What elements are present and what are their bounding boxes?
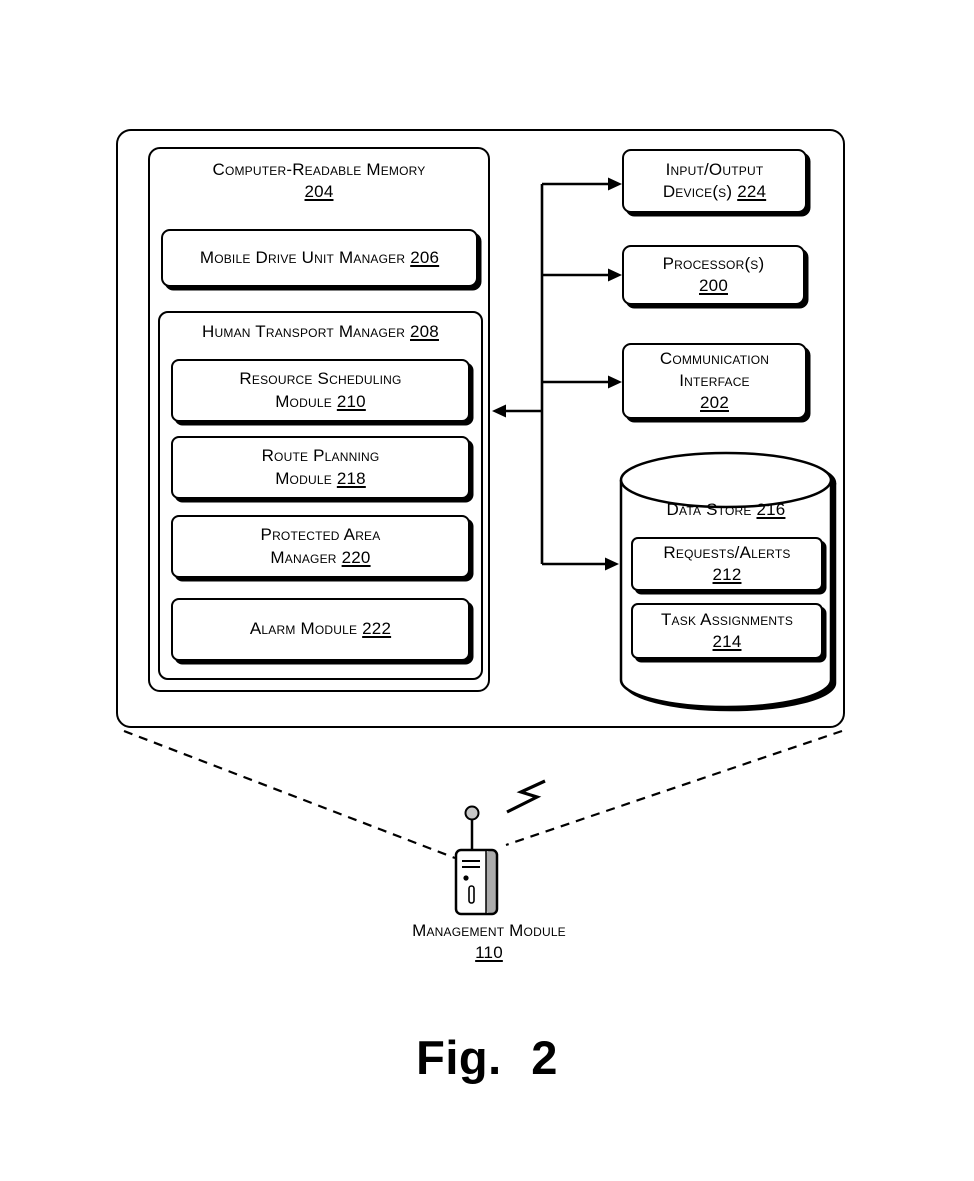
ref-numeral: 220 [341, 547, 371, 567]
ref-numeral: 214 [712, 632, 742, 651]
box-label: Route Planning [261, 446, 380, 466]
ref-numeral: 204 [304, 182, 334, 202]
box-label: Module [275, 391, 332, 411]
dashed-line-left [123, 729, 456, 860]
box-label: Data Store [666, 500, 752, 519]
box-label: Communication [659, 348, 770, 368]
route-planning-module-box: Route Planning Module 218 [171, 436, 470, 499]
box-label: Protected Area [260, 525, 381, 545]
box-label: Alarm Module [249, 619, 358, 639]
box-label: Requests/Alerts [663, 542, 791, 562]
ref-numeral: 200 [699, 276, 728, 295]
box-label: Mobile Drive Unit Manager [199, 247, 406, 267]
resource-scheduling-module-box: Resource Scheduling Module 210 [171, 359, 470, 422]
antenna-ball-icon [464, 805, 480, 821]
ref-numeral: 222 [362, 619, 392, 639]
mobile-drive-unit-manager-box: Mobile Drive Unit Manager 206 [161, 229, 478, 287]
ref-numeral: 212 [712, 565, 742, 584]
box-label: Input/Output [665, 159, 764, 179]
management-server-icon [454, 779, 546, 916]
box-label: Processor(s) [662, 253, 765, 273]
box-label: Human Transport Manager [202, 322, 406, 341]
box-label: Device(s) [662, 182, 733, 201]
processors-box: Processor(s) 200 [622, 245, 805, 305]
server-power-button [463, 875, 469, 881]
box-label: Interface [679, 370, 750, 390]
box-label: Management Module [412, 921, 566, 940]
alarm-module-box: Alarm Module 222 [171, 598, 470, 661]
box-label: Task Assignments [660, 609, 794, 629]
human-transport-manager-box: Human Transport Manager 208 [158, 311, 483, 680]
io-devices-box: Input/Output Device(s) 224 [622, 149, 807, 213]
box-label: Resource Scheduling [239, 369, 402, 389]
communication-interface-box: Communication Interface 202 [622, 343, 807, 419]
task-assignments-box: Task Assignments 214 [631, 603, 823, 659]
management-module-enclosure-box [116, 129, 845, 728]
server-vents [462, 860, 480, 868]
lightning-bolt-icon [506, 779, 546, 814]
box-label: Manager [270, 547, 337, 567]
server-side-panel [486, 851, 496, 913]
dashed-line-right [505, 729, 843, 847]
ref-numeral: 218 [336, 468, 366, 488]
management-module-label: Management Module 110 [339, 920, 639, 964]
ref-numeral: 206 [410, 247, 440, 267]
data-store-label: Data Store 216 [621, 499, 831, 521]
ref-numeral: 208 [410, 322, 439, 341]
ref-numeral: 110 [475, 943, 503, 963]
figure-caption: Fig. 2 [416, 1031, 558, 1084]
ref-numeral: 224 [737, 182, 767, 201]
requests-alerts-box: Requests/Alerts 212 [631, 537, 823, 591]
ref-numeral: 210 [336, 391, 366, 411]
ref-numeral: 202 [700, 393, 729, 413]
memory-label: Computer-Readable Memory [212, 160, 426, 179]
server-slot [468, 885, 475, 904]
projection-dashed-lines [123, 729, 843, 860]
server-tower [456, 850, 497, 914]
ref-numeral: 216 [756, 500, 786, 519]
protected-area-manager-box: Protected Area Manager 220 [171, 515, 470, 578]
box-label: Module [275, 468, 332, 488]
